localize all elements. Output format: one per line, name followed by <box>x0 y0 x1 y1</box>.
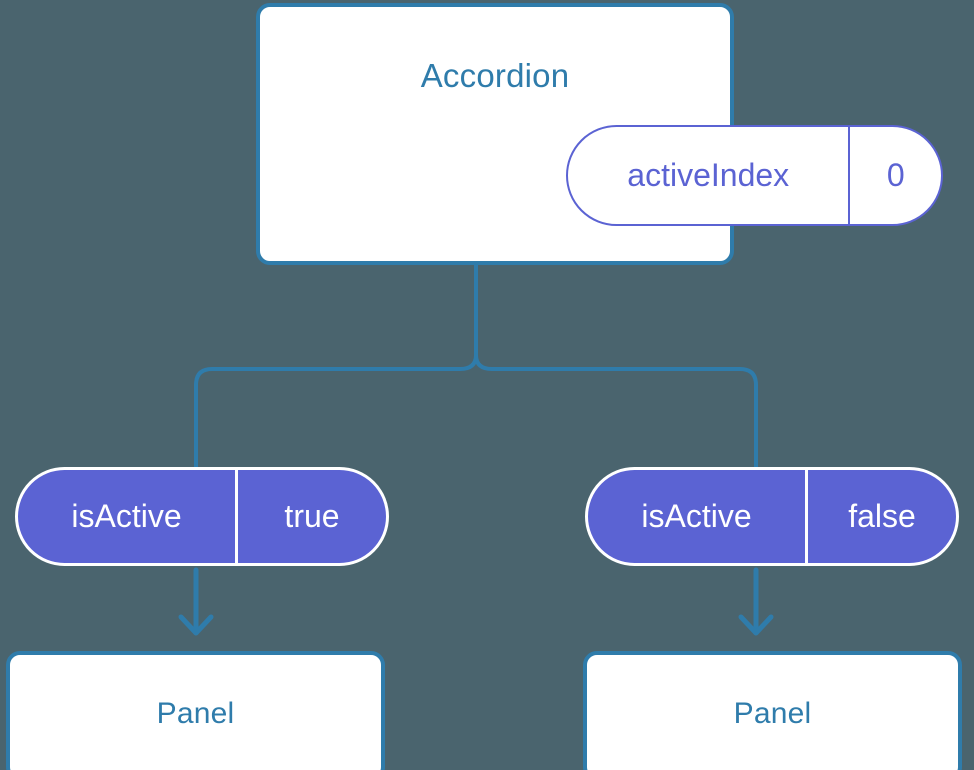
prop-pill-value: false <box>805 470 956 563</box>
panel-card-title: Panel <box>733 697 812 730</box>
state-pill-active-index[interactable]: activeIndex 0 <box>566 125 943 226</box>
prop-pill-is-active-true[interactable]: isActive true <box>15 467 389 566</box>
branch-bus <box>194 353 758 469</box>
prop-pill-value: true <box>235 470 386 563</box>
prop-pill-is-active-false[interactable]: isActive false <box>585 467 959 566</box>
arrow-head-left <box>178 614 214 636</box>
panel-card-right[interactable]: Panel <box>583 651 962 770</box>
prop-pill-key: isActive <box>641 498 752 534</box>
state-pill-key: activeIndex <box>627 157 790 193</box>
panel-card-left[interactable]: Panel <box>6 651 385 770</box>
accordion-card[interactable]: Accordion activeIndex 0 <box>256 3 943 265</box>
state-pill-value: 0 <box>848 127 941 224</box>
arrow-head-right <box>738 614 774 636</box>
accordion-card-title: Accordion <box>420 57 570 94</box>
prop-pill-key: isActive <box>71 498 182 534</box>
panel-card-title: Panel <box>156 697 235 730</box>
